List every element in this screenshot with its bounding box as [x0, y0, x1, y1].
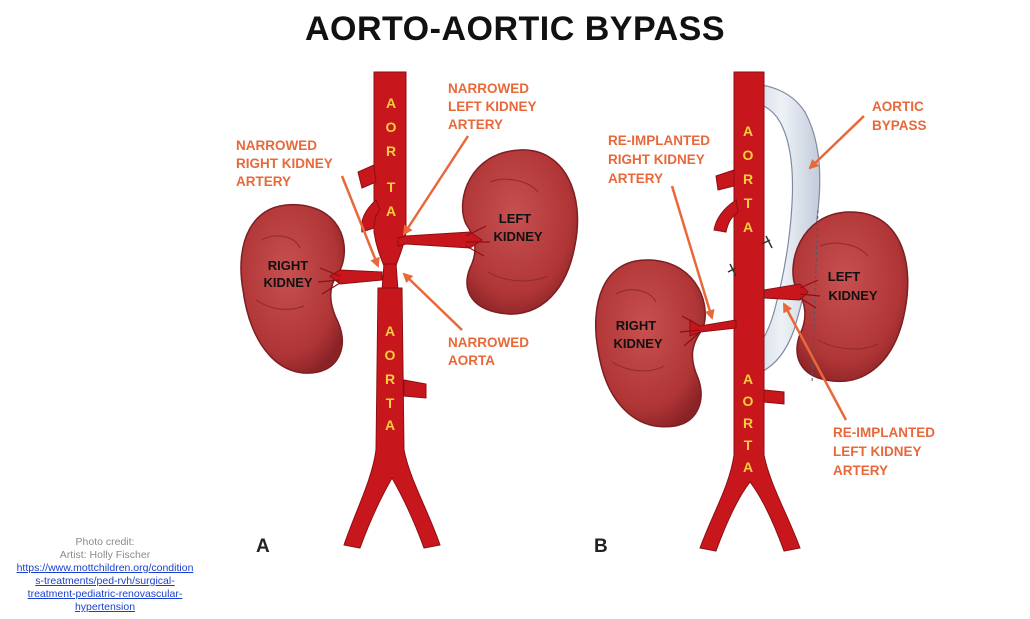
reimplanted-right-artery-line-3: ARTERY — [608, 171, 663, 186]
narrowed-right-artery-line-3: ARTERY — [236, 174, 291, 189]
panel-a-letter: A — [256, 536, 270, 557]
arrow-aorta-a — [402, 272, 463, 331]
narrowed-aorta-line-1: NARROWED — [448, 335, 529, 350]
reimplanted-left-artery-line-1: RE-IMPLANTED — [833, 425, 935, 440]
aorta-a: A O R T A A O R T A — [317, 71, 490, 549]
credit-link-line-4[interactable]: hypertension — [74, 601, 136, 613]
aorta-b-upper-letter-3: R — [743, 171, 753, 187]
aorta-b-lower-letter-4: T — [744, 437, 753, 453]
aorta-b-upper-letter-4: T — [744, 195, 753, 211]
aorta-a-lower-letter-3: R — [385, 371, 395, 387]
narrowed-left-artery-line-1: NARROWED — [448, 81, 529, 96]
reimplanted-left-artery-line-3: ARTERY — [833, 463, 888, 478]
aortic-bypass-line-2: BYPASS — [872, 118, 927, 133]
narrowed-left-artery-line-3: ARTERY — [448, 117, 503, 132]
aorta-b-upper-letter-2: O — [743, 147, 754, 163]
narrowed-right-artery-label: NARROWED RIGHT KIDNEY ARTERY — [236, 138, 380, 268]
arrow-right-artery-b — [670, 185, 715, 320]
reimplanted-right-artery-line-2: RIGHT KIDNEY — [608, 152, 705, 167]
credit-link-line-2[interactable]: s-treatments/ped-rvh/surgical- — [35, 575, 175, 587]
page-title: AORTO-AORTIC BYPASS — [304, 10, 726, 48]
left-kidney-a: LEFT KIDNEY — [461, 149, 579, 315]
right-kidney-b-label-1: RIGHT — [616, 318, 657, 333]
aorta-a-lower-letter-2: O — [385, 347, 396, 363]
aortic-bypass-label: AORTIC BYPASS — [808, 99, 927, 170]
aorta-b-upper-letter-1: A — [743, 123, 753, 139]
credit-line-2: Artist: Holly Fischer — [59, 549, 151, 561]
reimplanted-right-artery-label: RE-IMPLANTED RIGHT KIDNEY ARTERY — [608, 133, 715, 320]
left-kidney-a-label-2: KIDNEY — [493, 229, 542, 244]
aorta-a-upper-letter-1: A — [386, 95, 396, 111]
left-kidney-b: LEFT KIDNEY — [792, 209, 909, 385]
panel-b: RIGHT KIDNEY LEFT KIDNEY — [594, 71, 935, 557]
aortic-bypass-line-1: AORTIC — [872, 99, 924, 114]
credit-link-line-3[interactable]: treatment-pediatric-renovascular- — [27, 588, 183, 600]
aorta-b: A O R T A A O R T A — [679, 71, 821, 552]
right-kidney-b-label-2: KIDNEY — [613, 336, 662, 351]
aorta-b-upper-letter-5: A — [743, 219, 753, 235]
aorta-a-lower-letter-1: A — [385, 323, 395, 339]
narrowed-left-artery-line-2: LEFT KIDNEY — [448, 99, 537, 114]
left-kidney-a-label-1: LEFT — [499, 211, 532, 226]
reimplanted-right-artery-line-1: RE-IMPLANTED — [608, 133, 710, 148]
aorta-a-upper-letter-3: R — [386, 143, 396, 159]
left-kidney-b-label-2: KIDNEY — [828, 288, 877, 303]
photo-credit: Photo credit: Artist: Holly Fischer http… — [2, 536, 208, 614]
aorta-b-lower-letter-2: O — [743, 393, 754, 409]
credit-link-line-1[interactable]: https://www.mottchildren.org/condition — [16, 562, 194, 574]
aorta-a-lower-letter-5: A — [385, 417, 395, 433]
reimplanted-left-artery-line-2: LEFT KIDNEY — [833, 444, 922, 459]
right-kidney-a-label-2: KIDNEY — [263, 275, 312, 290]
narrowed-aorta-line-2: AORTA — [448, 353, 495, 368]
aorta-a-upper-letter-2: O — [386, 119, 397, 135]
aorta-a-upper-letter-4: T — [387, 179, 396, 195]
narrowed-aorta-label: NARROWED AORTA — [402, 272, 529, 368]
arrow-left-artery-b — [782, 302, 848, 421]
narrowed-left-artery-label: NARROWED LEFT KIDNEY ARTERY — [402, 81, 537, 236]
reimplanted-left-artery-label: RE-IMPLANTED LEFT KIDNEY ARTERY — [782, 302, 935, 478]
left-kidney-b-label-1: LEFT — [828, 269, 861, 284]
aorta-a-upper-letter-5: A — [386, 203, 396, 219]
right-kidney-b: RIGHT KIDNEY — [594, 259, 706, 428]
panel-b-letter: B — [594, 536, 608, 557]
aorta-b-lower-letter-5: A — [743, 459, 753, 475]
aorta-b-lower-letter-1: A — [743, 371, 753, 387]
narrowed-right-artery-line-1: NARROWED — [236, 138, 317, 153]
narrowed-right-artery-line-2: RIGHT KIDNEY — [236, 156, 333, 171]
right-kidney-a: RIGHT KIDNEY — [240, 204, 346, 374]
arrow-bypass-b — [808, 115, 865, 170]
panel-a: RIGHT KIDNEY LEFT KIDNEY — [236, 71, 579, 557]
right-kidney-a-label-1: RIGHT — [268, 258, 309, 273]
aorta-b-lower-letter-3: R — [743, 415, 753, 431]
aorta-a-lower-letter-4: T — [386, 395, 395, 411]
arrow-left-artery-a — [402, 135, 470, 236]
arrow-right-artery-a — [340, 175, 380, 268]
credit-line-1: Photo credit: — [75, 536, 135, 548]
